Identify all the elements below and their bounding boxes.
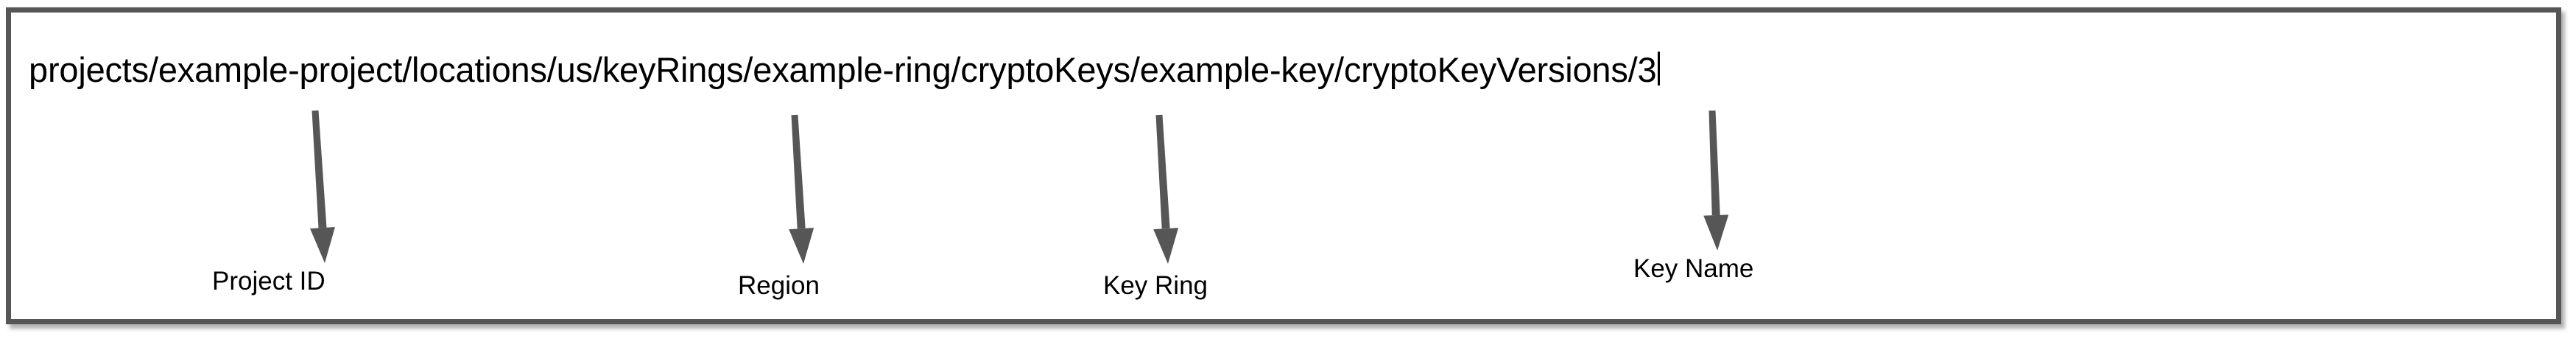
text-cursor-caret [1658, 52, 1661, 85]
arrow-shaft [312, 110, 327, 228]
annotation-label-project-id: Project ID [212, 267, 325, 296]
annotation-arrow-key-name [1703, 110, 1729, 251]
annotation-arrow-region [789, 114, 814, 264]
annotation-label-key-name: Key Name [1633, 254, 1754, 283]
annotation-label-key-ring: Key Ring [1103, 271, 1208, 300]
arrow-head [1153, 228, 1179, 264]
arrow-head [1703, 214, 1729, 251]
resource-path-row[interactable]: projects/example-project/locations/us/ke… [29, 48, 1661, 90]
annotation-arrow-key-ring [1153, 114, 1179, 264]
resource-path-panel: projects/example-project/locations/us/ke… [6, 7, 2561, 324]
arrow-shaft [1708, 110, 1720, 216]
annotation-label-region: Region [738, 271, 820, 300]
arrow-head [310, 227, 335, 263]
arrow-head [789, 228, 814, 264]
arrow-shaft [791, 114, 806, 229]
resource-path-text[interactable]: projects/example-project/locations/us/ke… [29, 50, 1657, 89]
arrow-shaft [1155, 114, 1170, 229]
annotation-arrow-project-id [310, 110, 335, 263]
